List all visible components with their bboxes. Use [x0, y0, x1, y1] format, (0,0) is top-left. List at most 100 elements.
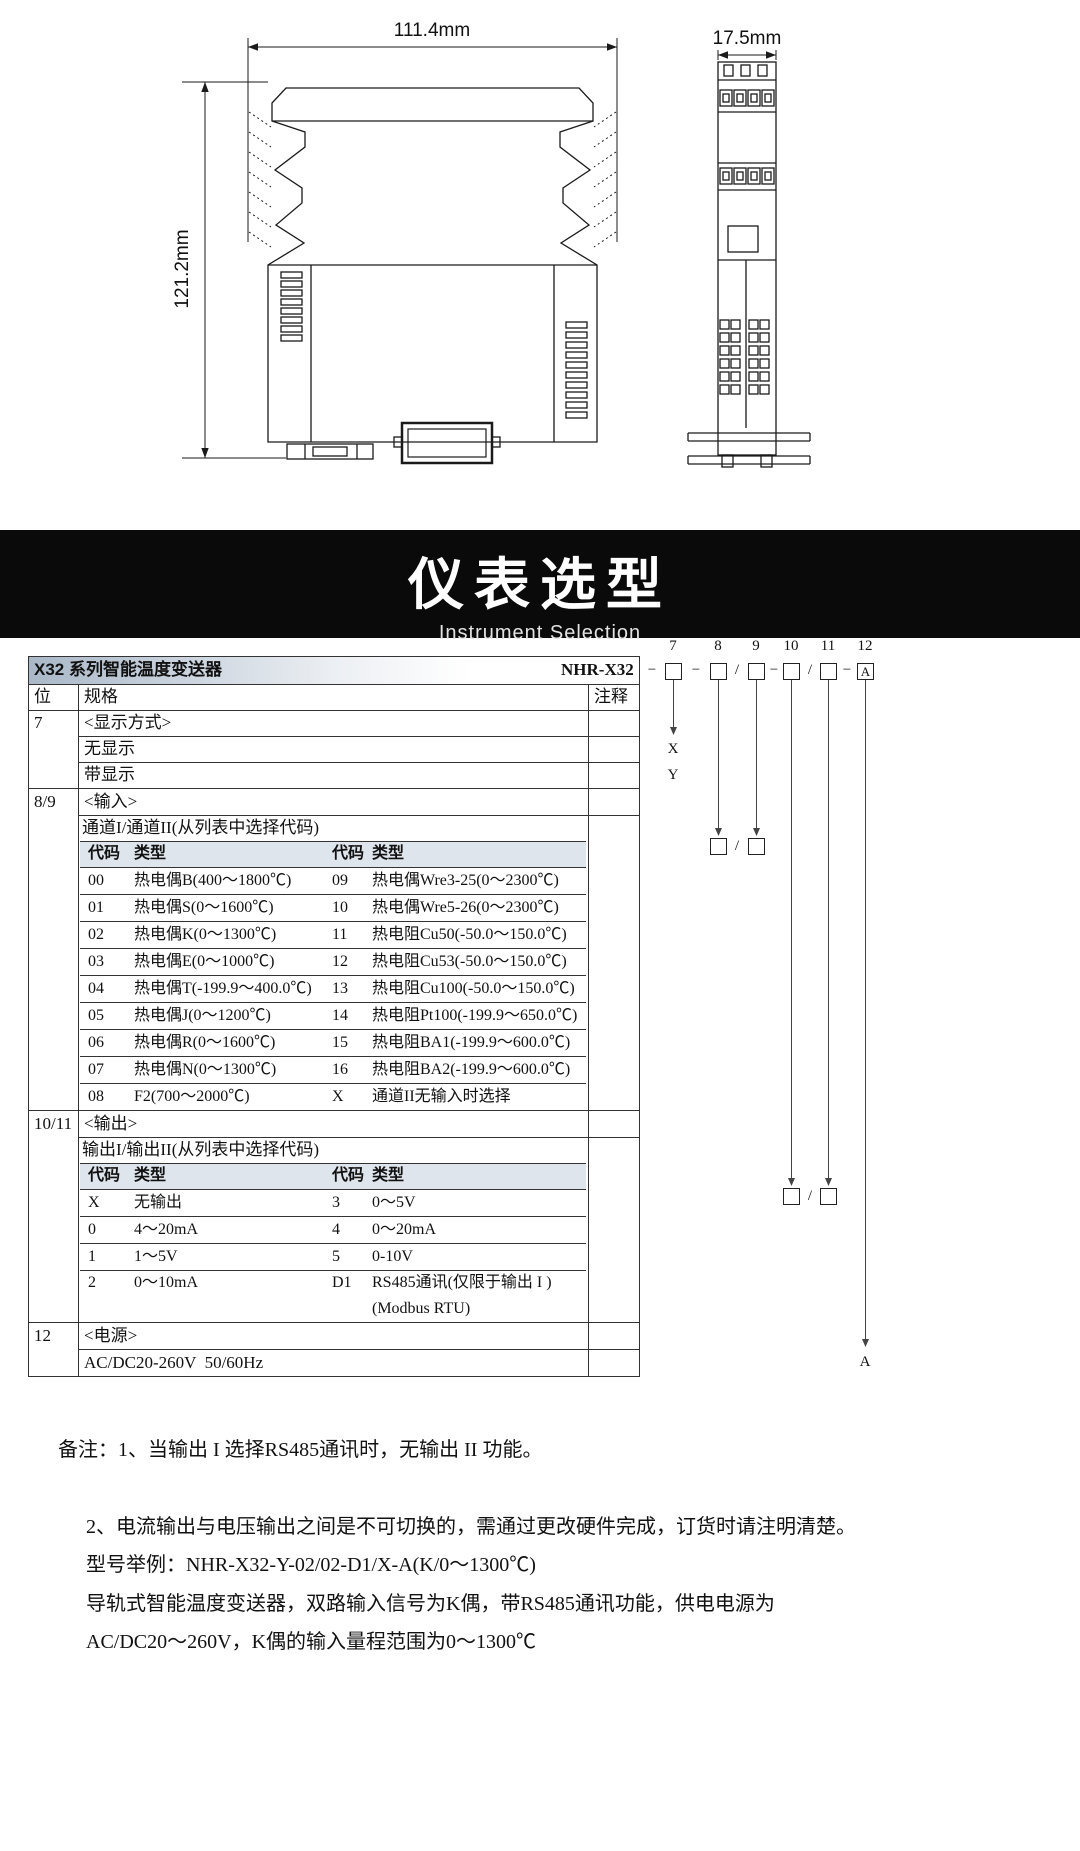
- output-code: 3: [332, 1194, 340, 1211]
- note-line: 导轨式智能温度变送器，双路输入信号为K偶，带RS485通讯功能，供电电源为: [86, 1592, 775, 1615]
- power-value: AC/DC20-260V 50/60Hz: [84, 1353, 264, 1372]
- input-code-row: 03 热电偶E(0～1000℃) 12 热电阻Cu53(-50.0～150.0℃…: [28, 948, 640, 975]
- output-code: 2: [88, 1274, 96, 1291]
- display-option-label: 无显示: [84, 739, 135, 758]
- output-type: 4～20mA: [134, 1221, 199, 1238]
- dimension-drawing-section: 111.4mm 121.2mm 17.5mm: [0, 0, 1080, 530]
- col-header-note: 注释: [594, 687, 628, 706]
- display-note-y: Y: [667, 767, 679, 783]
- input-title-row: 8/9 <输入>: [28, 788, 640, 815]
- power-title: <电源>: [84, 1326, 138, 1345]
- input-type: 热电偶Wre3-25(0～2300℃): [372, 872, 559, 889]
- input-type: 热电偶Wre5-26(0～2300℃): [372, 899, 559, 916]
- output-type: RS485通讯(仅限于输出 I ): [372, 1274, 552, 1291]
- note-line: 型号举例：NHR-X32-Y-02/02-D1/X-A(K/0～1300℃): [86, 1554, 536, 1576]
- series-title: X32 系列智能温度变送器: [34, 660, 222, 679]
- code-box-9: [748, 663, 765, 680]
- code-header: 代码: [332, 1167, 365, 1184]
- note-line: 备注：1、当输出 I 选择RS485通讯时，无输出 II 功能。: [28, 1392, 1048, 1508]
- input-code-row: 00 热电偶B(400～1800℃) 09 热电偶Wre3-25(0～2300℃…: [28, 867, 640, 894]
- input-code-row: 01 热电偶S(0～1600℃) 10 热电偶Wre5-26(0～2300℃): [28, 894, 640, 921]
- input-code: 00: [88, 872, 104, 889]
- power-note-a: A: [859, 1354, 871, 1370]
- input-type: 热电偶B(400～1800℃): [134, 872, 292, 889]
- output-code-row: 0 4～20mA 4 0～20mA: [28, 1216, 640, 1243]
- input-code-row: 02 热电偶K(0～1300℃) 11 热电阻Cu50(-50.0～150.0℃…: [28, 921, 640, 948]
- code-box-11: [820, 663, 837, 680]
- input-code: 04: [88, 980, 104, 997]
- digit-12: 12: [857, 638, 873, 654]
- input-table-header-band: [80, 841, 586, 867]
- model-slash: /: [734, 662, 740, 678]
- output-code: 4: [332, 1221, 340, 1238]
- input-type: 热电偶R(0～1600℃): [134, 1034, 276, 1051]
- input-code: 16: [332, 1061, 348, 1078]
- selection-grid-and-connectors: [28, 656, 869, 1377]
- input-table-header: 代码 类型 代码 类型: [28, 841, 640, 867]
- col-header-pos: 位: [34, 687, 51, 706]
- input-title: <输入>: [84, 792, 138, 811]
- input-subtitle-row: 通道I/通道II(从列表中选择代码): [28, 815, 640, 841]
- input-type: 热电阻Cu100(-50.0～150.0℃): [372, 980, 575, 997]
- input-code: 01: [88, 899, 104, 916]
- model-slash: /: [807, 662, 813, 678]
- output-type: 0-10V: [372, 1248, 413, 1265]
- input-code: 12: [332, 953, 348, 970]
- input-type: 热电阻Cu53(-50.0～150.0℃): [372, 953, 567, 970]
- output-type: 0～5V: [372, 1194, 416, 1211]
- type-header: 类型: [372, 1167, 405, 1184]
- output-pos: 10/11: [34, 1114, 73, 1133]
- output-table-header-band: [80, 1163, 586, 1189]
- input-code: 15: [332, 1034, 348, 1051]
- input-code: X: [332, 1088, 344, 1105]
- display-title: <显示方式>: [84, 713, 172, 732]
- type-header: 类型: [134, 845, 167, 862]
- output-title-row: 10/11 <输出>: [28, 1110, 640, 1137]
- input-type: 热电阻BA2(-199.9～600.0℃): [372, 1061, 571, 1078]
- display-pos: 7: [34, 713, 43, 732]
- front-height-dimension-label: 121.2mm: [172, 209, 194, 329]
- connector-arrows: [670, 727, 869, 1347]
- input-type: 热电阻Pt100(-199.9～650.0℃): [372, 1007, 578, 1024]
- input-code-row: 05 热电偶J(0～1200℃) 14 热电阻Pt100(-199.9～650.…: [28, 1002, 640, 1029]
- digit-10: 10: [783, 638, 799, 654]
- input-type: 热电阻BA1(-199.9～600.0℃): [372, 1034, 571, 1051]
- output-code-row: 2 0～10mA D1 RS485通讯(仅限于输出 I ) (Modbus RT…: [28, 1270, 640, 1322]
- output-type: 0～20mA: [372, 1221, 437, 1238]
- model-dash: −: [691, 662, 701, 678]
- input-type: F2(700～2000℃): [134, 1088, 250, 1105]
- note-line: AC/DC20～260V，K偶的输入量程范围为0～1300℃: [86, 1631, 537, 1653]
- digit-11: 11: [820, 638, 836, 654]
- code-header: 代码: [332, 845, 365, 862]
- output-type: 0～10mA: [134, 1274, 199, 1291]
- banner-title: 仪表选型: [408, 553, 672, 616]
- code-box-10: [783, 663, 800, 680]
- output-type: 无输出: [134, 1194, 183, 1211]
- output-table-header: 代码 类型 代码 类型: [28, 1163, 640, 1189]
- output-pair-slash: /: [807, 1188, 813, 1204]
- power-value-row: AC/DC20-260V 50/60Hz: [28, 1349, 640, 1376]
- code-header: 代码: [88, 1167, 121, 1184]
- input-code: 06: [88, 1034, 104, 1051]
- input-code: 10: [332, 899, 348, 916]
- input-type: 热电偶E(0～1000℃): [134, 953, 275, 970]
- input-code: 07: [88, 1061, 104, 1078]
- outline-drawing: [182, 38, 811, 468]
- display-option-row: 带显示: [28, 762, 640, 788]
- banner-subtitle: Instrument Selection: [438, 622, 642, 644]
- model-dash: −: [842, 662, 852, 678]
- digit-9: 9: [752, 638, 760, 654]
- input-code: 02: [88, 926, 104, 943]
- display-title-row: 7 <显示方式>: [28, 710, 640, 736]
- power-title-row: 12 <电源>: [28, 1322, 640, 1349]
- output-subtitle: 输出I/输出II(从列表中选择代码): [82, 1140, 320, 1159]
- dimension-lines: [182, 38, 777, 459]
- input-type: 热电偶T(-199.9～400.0℃): [134, 980, 312, 997]
- selection-table-section: X32 系列智能温度变送器 NHR-X32 7 8 9 10 11 12 − −…: [0, 638, 1080, 1390]
- input-code-row: 04 热电偶T(-199.9～400.0℃) 13 热电阻Cu100(-50.0…: [28, 975, 640, 1002]
- display-option-label: 带显示: [84, 765, 135, 784]
- digit-7: 7: [669, 638, 677, 654]
- input-type: 热电阻Cu50(-50.0～150.0℃): [372, 926, 567, 943]
- input-channel1-box: [710, 838, 727, 855]
- input-code: 05: [88, 1007, 104, 1024]
